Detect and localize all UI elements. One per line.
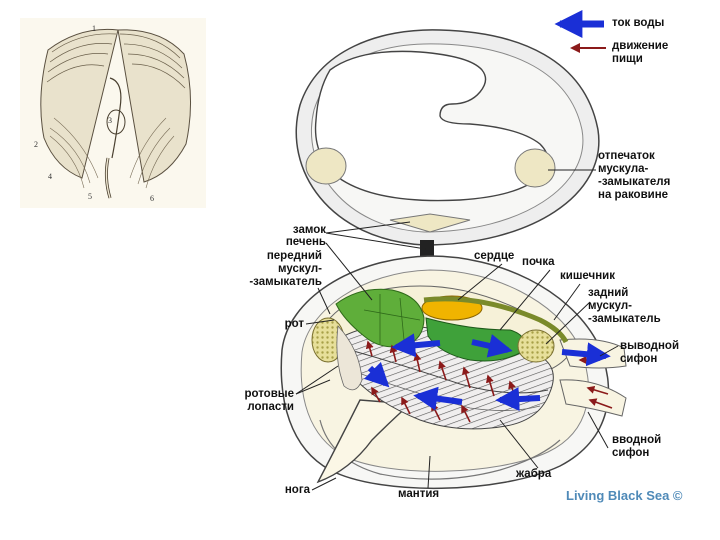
label-exhalant-siphon: выводной сифон — [620, 340, 679, 366]
legend-water-flow-label: ток воды — [612, 17, 664, 30]
label-intestine: кишечник — [560, 270, 615, 283]
label-liver: печень — [240, 236, 326, 249]
posterior-adductor-shape — [518, 330, 554, 362]
label-posterior-adductor: задний мускул- -замыкатель — [588, 287, 661, 326]
label-muscle-scar: отпечаток мускула- -замыкателя на ракови… — [598, 150, 670, 202]
label-foot: нога — [250, 484, 310, 497]
label-mouth: рот — [240, 318, 304, 331]
credit-text: Living Black Sea © — [566, 488, 683, 503]
label-mantle: мантия — [398, 488, 439, 501]
label-gill: жабра — [516, 468, 551, 481]
label-anterior-adductor: передний мускул- -замыкатель — [214, 250, 322, 289]
upper-scar-right — [515, 149, 555, 187]
label-inhalant-siphon: вводной сифон — [612, 434, 661, 460]
upper-scar-left — [306, 148, 346, 184]
label-heart: сердце — [474, 250, 514, 263]
legend-food-movement-label: движение пищи — [612, 40, 668, 66]
label-labial-palps: ротовые лопасти — [204, 388, 294, 414]
label-kidney: почка — [522, 256, 555, 269]
